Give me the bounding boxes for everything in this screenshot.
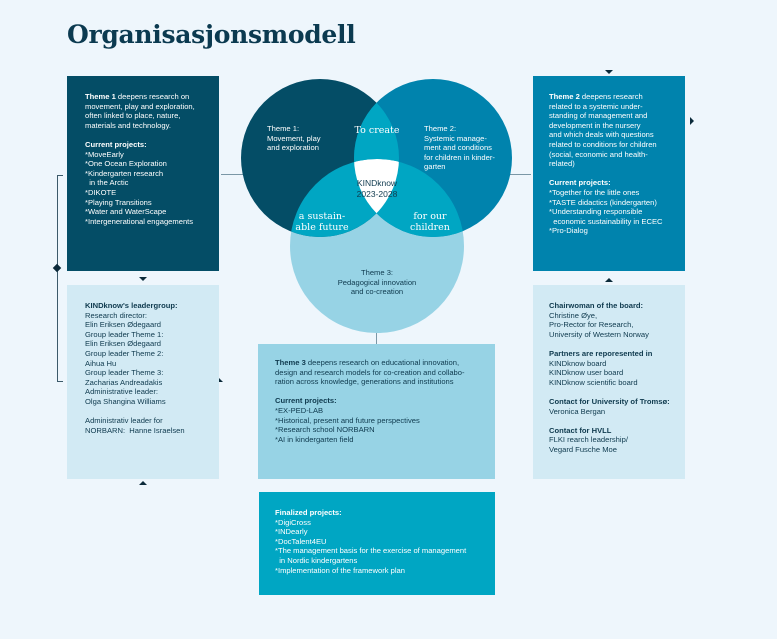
center-name: KINDknow [356, 178, 398, 188]
finalized-heading: Finalized projects: [275, 508, 342, 517]
leadergroup-box: KINDknow's leadergroup: Research directo… [67, 285, 219, 479]
connector-bottom [376, 333, 377, 344]
project-item: *EX-PED-LAB [275, 405, 324, 415]
theme3-intro-text: deepens research on educational innovati… [275, 358, 465, 387]
leader-line: Group leader Theme 2: [85, 348, 164, 358]
board-box: Chairwoman of the board: Christine Øye, … [533, 285, 685, 479]
theme1-label: Theme 1: Movement, play and exploration [267, 124, 321, 153]
arrow-up-icon [215, 378, 223, 382]
project-item: *Pro-Dialog [549, 226, 588, 236]
project-item: *Kindergarten research in the Arctic [85, 168, 164, 188]
tromso-text: Veronica Bergan [549, 406, 606, 416]
project-item: *TASTE didactics (kindergarten) [549, 197, 657, 207]
project-item: *DigiCross [275, 517, 311, 527]
overlap-sustainable-future: a sustain- able future [295, 211, 349, 233]
project-item: *INDearly [275, 527, 308, 537]
arrow-down-icon [139, 277, 147, 281]
leader-line: Administrative leader: [85, 387, 159, 397]
chair-heading: Chairwoman of the board: [549, 301, 644, 310]
finalized-projects-box: Finalized projects: *DigiCross *INDearly… [259, 492, 495, 595]
arrow-up-icon [605, 278, 613, 282]
theme1-intro: Theme 1 deepens research on movement, pl… [85, 92, 219, 130]
theme1-intro-bold: Theme 1 [85, 92, 116, 101]
theme3-intro-bold: Theme 3 [275, 358, 306, 367]
hvll-text: FLKI rearch leadership/ Vegard Fusche Mo… [549, 435, 628, 454]
overlap-our-children: for our children [410, 211, 450, 233]
overlap-1-3 [290, 159, 399, 237]
project-item: *Intergenerational engagements [85, 216, 194, 226]
theme3-label: Theme 3: Pedagogical innovation and co-c… [337, 268, 417, 297]
page-title: Organisasjonsmodell [67, 20, 356, 49]
project-item: *Water and WaterScape [85, 207, 167, 217]
theme2-intro-text: deepens research related to a systemic u… [549, 92, 657, 169]
leader-line: Zacharias Andreadakis [85, 377, 163, 387]
connector-left [221, 174, 245, 175]
leader-line: Aihua Hu [85, 358, 117, 368]
leader-line: Olga Shangina Williams [85, 396, 166, 406]
project-item: *MoveEarly [85, 149, 124, 159]
tromso-heading: Contact for University of Tromsø: [549, 396, 670, 406]
project-item: *Understanding responsible economic sust… [549, 207, 663, 226]
theme2-intro-bold: Theme 2 [549, 92, 580, 101]
leader-line: Elin Eriksen Ødegaard [85, 320, 161, 330]
theme1-intro-text: deepens research on movement, play and e… [85, 92, 195, 130]
project-item: *Implementation of the framework plan [275, 565, 406, 575]
theme2-intro: Theme 2 deepens research related to a sy… [549, 92, 685, 169]
admin-norbarn: Administrativ leader for NORBARN: Hanne … [85, 416, 185, 435]
hvll-heading: Contact for HVLL [549, 425, 612, 435]
overlap-2-3 [354, 159, 464, 237]
theme3-box: Theme 3 deepens research on educational … [258, 344, 495, 479]
theme3-intro: Theme 3 deepens research on educational … [275, 358, 495, 387]
partners-heading: Partners are reporesented in [549, 348, 653, 358]
leader-line: Group leader Theme 1: [85, 329, 164, 339]
project-item: *Historical, present and future perspect… [275, 415, 420, 425]
theme2-projects-heading: Current projects: [549, 178, 611, 188]
partners-text: KINDknow board KINDknow user board KINDk… [549, 358, 638, 387]
arrow-right-icon [690, 117, 694, 125]
project-item: *Research school NORBARN [275, 425, 375, 435]
theme2-label: Theme 2: Systemic manage- ment and condi… [424, 124, 495, 172]
project-item: *The management basis for the exercise o… [275, 546, 467, 565]
project-item: *AI in kindergarten field [275, 434, 354, 444]
arrow-down-icon [605, 70, 613, 74]
center-years: 2023-2028 [356, 189, 398, 199]
project-item: *DIKOTE [85, 187, 117, 197]
theme3-projects-heading: Current projects: [275, 396, 337, 406]
theme1-box: Theme 1 deepens research on movement, pl… [67, 76, 219, 271]
project-item: *DocTalent4EU [275, 536, 327, 546]
leader-line: Group leader Theme 3: [85, 368, 164, 378]
leader-line: Research director: [85, 310, 148, 320]
project-item: *One Ocean Exploration [85, 159, 167, 169]
project-item: *Playing Transitions [85, 197, 152, 207]
theme1-projects-heading: Current projects: [85, 139, 147, 149]
project-item: *Together for the little ones [549, 187, 640, 197]
leader-line: Elin Eriksen Ødegaard [85, 339, 161, 349]
chair-text: Christine Øye, Pro-Rector for Research, … [549, 310, 649, 339]
center-label: KINDknow 2023-2028 [340, 178, 414, 200]
leadergroup-heading: KINDknow's leadergroup: [85, 301, 178, 310]
arrow-up-icon [139, 481, 147, 485]
connector-right [507, 174, 531, 175]
overlap-to-create: To create [354, 125, 400, 136]
theme2-box: Theme 2 deepens research related to a sy… [533, 76, 685, 271]
